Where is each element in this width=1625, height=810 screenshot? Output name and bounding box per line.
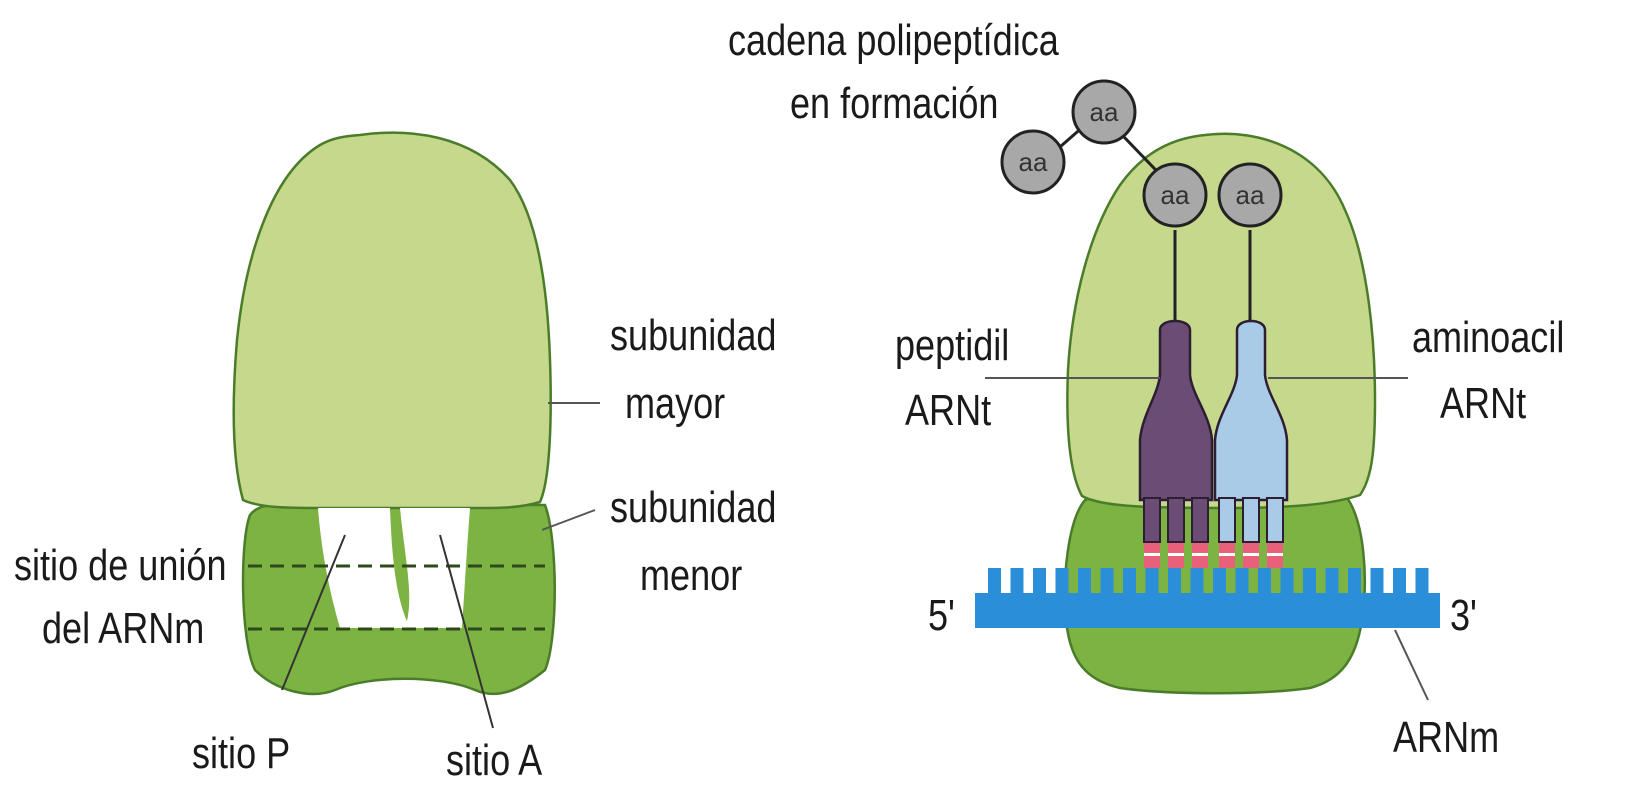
five-prime-label: 5' [928,591,955,640]
mrna-leader [1395,630,1428,700]
right-ribosome: aa aa aa aa cadena polipeptídica en form… [728,16,1564,762]
codon-pair-gap [1243,553,1259,556]
amino-acid-3-label: aa [1161,180,1190,210]
mrna-nucleotide [1078,568,1091,595]
large-subunit-label-1: subunidad [610,311,776,360]
mrna-nucleotide [1371,568,1384,595]
amino-acid-4-label: aa [1236,180,1265,210]
anticodon-tooth [1144,498,1160,542]
left-ribosome: subunidad mayor subunidad menor sitio de… [14,133,776,785]
codon-pair-gap [1219,553,1235,556]
mrna-nucleotide [1191,568,1204,595]
peptidyl-trna-label-1: peptidil [895,321,1009,370]
chain-label-2: en formación [790,79,998,128]
mrna-nucleotide [1011,568,1024,595]
small-subunit-label-1: subunidad [610,483,776,532]
anticodon-tooth [1243,498,1259,542]
mrna-nucleotide [1033,568,1046,595]
codon-pair-gap [1192,553,1208,556]
codon-pair-gap [1168,553,1184,556]
mrna-nucleotide [1348,568,1361,595]
chain-label-1: cadena polipeptídica [728,16,1059,65]
anticodon-tooth [1168,498,1184,542]
amino-acid-2-label: aa [1090,97,1119,127]
anticodon-tooth [1192,498,1208,542]
amino-acid-1-label: aa [1019,147,1048,177]
amino-acid-1: aa [1002,131,1064,193]
mrna-nucleotide [988,568,1001,595]
anticodon-tooth [1219,498,1235,542]
a-site-cavity [400,508,470,628]
mrna-nucleotide [1123,568,1136,595]
amino-acid-3: aa [1144,164,1206,226]
mrna-nucleotide [1236,568,1249,595]
three-prime-label: 3' [1450,591,1477,640]
codon-pair-gap [1267,553,1283,556]
mrna-nucleotide [1258,568,1271,595]
mrna-nucleotide [1146,568,1159,595]
mrna-nucleotide [1326,568,1339,595]
mrna-nucleotide [1056,568,1069,595]
mrna-binding-site-label-1: sitio de unión [14,541,227,590]
mrna-nucleotide [1168,568,1181,595]
a-site-label: sitio A [446,736,542,785]
anticodon-tooth [1267,498,1283,542]
mrna-nucleotide [1416,568,1429,595]
amino-acid-4: aa [1219,164,1281,226]
aminoacyl-trna-label-1: aminoacil [1412,313,1564,362]
mrna-nucleotide [1303,568,1316,595]
mrna-nucleotide [1213,568,1226,595]
large-subunit-label-2: mayor [625,379,725,428]
p-site-label: sitio P [192,729,290,778]
mrna-nucleotide [1281,568,1294,595]
left-large-subunit [234,133,551,508]
aminoacyl-trna-label-2: ARNt [1440,379,1526,428]
small-subunit-label-2: menor [640,551,742,600]
mrna-backbone [975,593,1440,628]
mrna-label: ARNm [1393,713,1499,762]
peptidyl-trna-label-2: ARNt [905,386,991,435]
mrna-nucleotide [1393,568,1406,595]
amino-acid-2: aa [1073,81,1135,143]
mrna-binding-site-label-2: del ARNm [42,604,204,653]
codon-pair-gap [1144,553,1160,556]
mrna-nucleotide [1101,568,1114,595]
